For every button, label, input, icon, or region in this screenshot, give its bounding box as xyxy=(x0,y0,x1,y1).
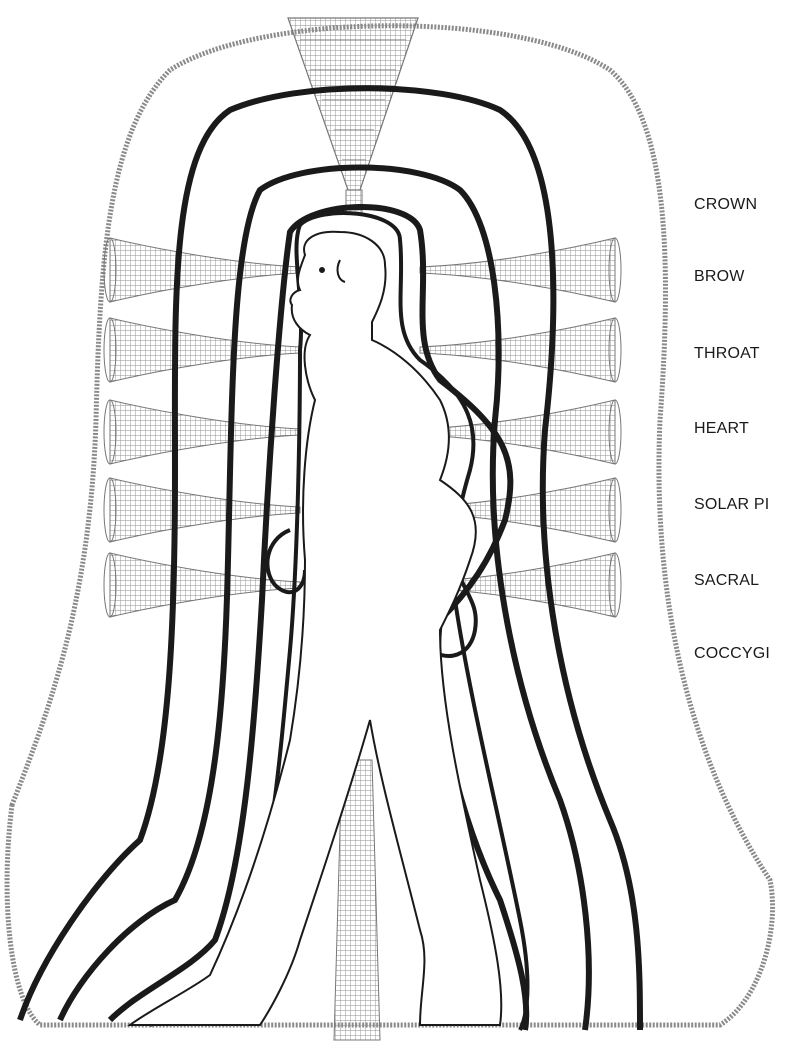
vortex-left-4 xyxy=(110,478,300,542)
vortex-right-1 xyxy=(420,238,615,302)
vortex-left-1 xyxy=(110,238,300,302)
label-heart: HEART xyxy=(694,420,749,438)
label-coccygeal: COCCYGI xyxy=(694,645,770,663)
vortex-right-2 xyxy=(420,318,615,382)
label-crown: CROWN xyxy=(694,196,757,214)
label-sacral: SACRAL xyxy=(694,572,759,590)
label-throat: THROAT xyxy=(694,345,760,363)
vortex-left-2 xyxy=(110,318,300,382)
vortex-left-5 xyxy=(110,553,300,617)
label-solar-plexus: SOLAR PI xyxy=(694,496,769,514)
label-brow: BROW xyxy=(694,268,745,286)
crown-vortex xyxy=(288,18,418,214)
